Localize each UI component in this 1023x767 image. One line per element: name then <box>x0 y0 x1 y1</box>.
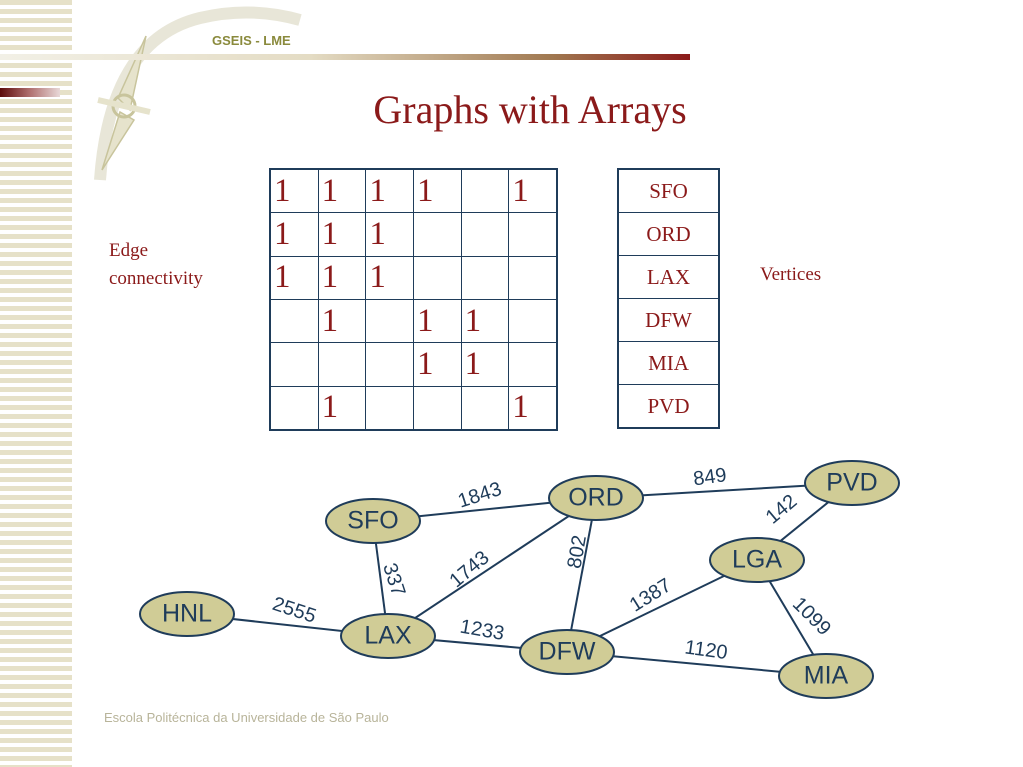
matrix-cell <box>269 342 319 387</box>
edge-weight-label: 142 <box>762 490 802 528</box>
header-rule <box>0 54 690 60</box>
left-accent-bar <box>0 88 60 97</box>
edge-weight-label: 1099 <box>788 593 835 640</box>
vertex-cell: ORD <box>617 212 720 256</box>
vertices-label: Vertices <box>760 264 822 285</box>
header-label: GSEIS - LME <box>212 33 291 48</box>
edge-weight-label: 1387 <box>626 574 675 616</box>
matrix-cell <box>508 255 558 300</box>
matrix-cell <box>269 385 319 431</box>
matrix-cell: 1 <box>317 255 367 300</box>
node-label: LAX <box>364 622 412 650</box>
edge-weight-label: 2555 <box>270 593 319 628</box>
matrix-cell: 1 <box>269 255 319 300</box>
graph-node-ord: ORD <box>548 475 644 521</box>
matrix-cell: 1 <box>317 385 367 431</box>
vertex-cell: DFW <box>617 298 720 342</box>
node-label: ORD <box>568 484 624 512</box>
matrix-cell: 1 <box>365 212 414 257</box>
node-ellipse <box>548 475 644 521</box>
matrix-cell: 1 <box>412 342 462 387</box>
graph-node-pvd: PVD <box>804 460 900 506</box>
matrix-cell: 1 <box>269 212 319 257</box>
vertex-cell: MIA <box>617 341 720 385</box>
vertex-cell: PVD <box>617 384 720 429</box>
matrix-cell <box>365 385 414 431</box>
node-ellipse <box>340 613 436 659</box>
graph-node-dfw: DFW <box>519 629 615 675</box>
vertex-cell: SFO <box>617 168 720 213</box>
footer-text: Escola Politécnica da Universidade de Sã… <box>104 710 389 725</box>
edge-weight-label: 849 <box>692 464 728 490</box>
node-label: PVD <box>826 469 877 497</box>
graph-node-mia: MIA <box>778 653 874 699</box>
node-ellipse <box>519 629 615 675</box>
matrix-cell <box>460 255 510 300</box>
edge-weight-label: 802 <box>564 534 591 571</box>
graph-node-hnl: HNL <box>139 591 235 637</box>
graph-node-lga: LGA <box>709 537 805 583</box>
node-label: SFO <box>347 507 398 535</box>
matrix-cell: 1 <box>317 212 367 257</box>
vertex-cell: LAX <box>617 255 720 299</box>
matrix-cell <box>365 298 414 344</box>
graph-node-sfo: SFO <box>325 498 421 544</box>
matrix-cell <box>412 385 462 431</box>
decorative-stripes <box>0 0 72 767</box>
node-label: LGA <box>732 546 782 574</box>
edge-weight-label: 1743 <box>445 547 493 592</box>
matrix-cell <box>365 342 414 387</box>
graph-node-lax: LAX <box>340 613 436 659</box>
node-label: MIA <box>804 662 849 690</box>
matrix-cell: 1 <box>508 385 558 431</box>
matrix-cell <box>508 342 558 387</box>
graph-edge <box>566 497 597 653</box>
matrix-cell <box>317 342 367 387</box>
edge-weight-label: 1233 <box>458 616 506 645</box>
matrix-cell: 1 <box>365 168 414 214</box>
node-label: DFW <box>539 638 596 666</box>
matrix-cell: 1 <box>460 342 510 387</box>
node-ellipse <box>325 498 421 544</box>
graph-edge <box>387 497 597 637</box>
node-ellipse <box>778 653 874 699</box>
edge-connectivity-label: Edge connectivity <box>109 240 203 289</box>
matrix-cell: 1 <box>365 255 414 300</box>
slide-title: Graphs with Arrays <box>373 87 687 132</box>
matrix-cell <box>460 385 510 431</box>
edge-weight-label: 1120 <box>683 636 729 664</box>
node-ellipse <box>139 591 235 637</box>
node-ellipse <box>709 537 805 583</box>
node-ellipse <box>804 460 900 506</box>
matrix-cell: 1 <box>460 298 510 344</box>
matrix-cell: 1 <box>508 168 558 214</box>
node-label: HNL <box>162 600 212 628</box>
matrix-cell <box>412 212 462 257</box>
